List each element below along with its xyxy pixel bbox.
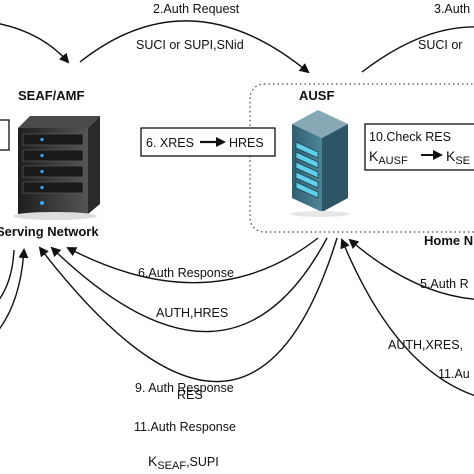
- auth-request-arrow-left-edge: [0, 23, 70, 64]
- home-network-region: [249, 83, 474, 233]
- k-ausf-sub: AUSF: [378, 155, 408, 167]
- msg-11-params: KSEAF,SUPI: [148, 453, 219, 472]
- serving-network-label: Serving Network: [0, 224, 99, 239]
- seaf-amf-label: SEAF/AMF: [18, 88, 85, 103]
- msg-9-title: 9. Auth Response: [135, 381, 234, 395]
- left-edge-box: [0, 119, 10, 151]
- msg-6-title: 6.Auth Response: [138, 266, 234, 280]
- msg-11b-title: 11.Au: [438, 367, 470, 381]
- left-edge-arc-1: [0, 248, 29, 330]
- xres-label: 6. XRES: [146, 136, 194, 150]
- auth-response-9-arrow: [50, 237, 328, 333]
- msg-11-params-rest: ,SUPI: [186, 455, 219, 469]
- auth-response-11b-arrow: [340, 238, 474, 397]
- ausf-label: AUSF: [299, 88, 334, 103]
- k-ausf-main: K: [369, 148, 379, 164]
- check-res-label: 10.Check RES: [369, 130, 451, 144]
- k-seaf-sub: SE: [455, 155, 470, 167]
- auth-request-arrow: [79, 20, 310, 74]
- msg-3-title: 3.Auth: [434, 2, 470, 16]
- auth-response-6-arrow: [66, 237, 319, 284]
- msg-3-params: SUCI or: [418, 38, 462, 52]
- auth-response-5-arrow: [348, 238, 474, 300]
- msg-11-title: 11.Auth Response: [134, 420, 236, 434]
- msg-6-params: AUTH,HRES: [156, 306, 228, 320]
- k-seaf-main: K: [446, 148, 456, 164]
- msg-2-params: SUCI or SUPI,SNid: [136, 38, 244, 52]
- check-res-box: [364, 123, 474, 171]
- hres-label: HRES: [229, 136, 264, 150]
- msg-5-title: 5.Auth R: [420, 277, 469, 291]
- left-edge-arc-2: [0, 249, 15, 300]
- seaf-server-icon: [13, 116, 100, 220]
- ausf-server-icon: [290, 110, 350, 217]
- k-seaf-label: KSE: [446, 148, 470, 167]
- auth-response-11-arrow: [38, 237, 338, 383]
- msg-11-params-sub: SEAF: [157, 460, 186, 472]
- auth-request-arrow-right: [361, 26, 474, 73]
- home-network-label: Home N: [424, 233, 473, 248]
- msg-2-title: 2.Auth Request: [153, 2, 240, 16]
- msg-5-params: AUTH,XRES,: [388, 338, 463, 352]
- msg-9-params: RES: [177, 388, 203, 402]
- k-ausf-label: KAUSF: [369, 148, 408, 167]
- msg-11-params-main: K: [148, 453, 158, 469]
